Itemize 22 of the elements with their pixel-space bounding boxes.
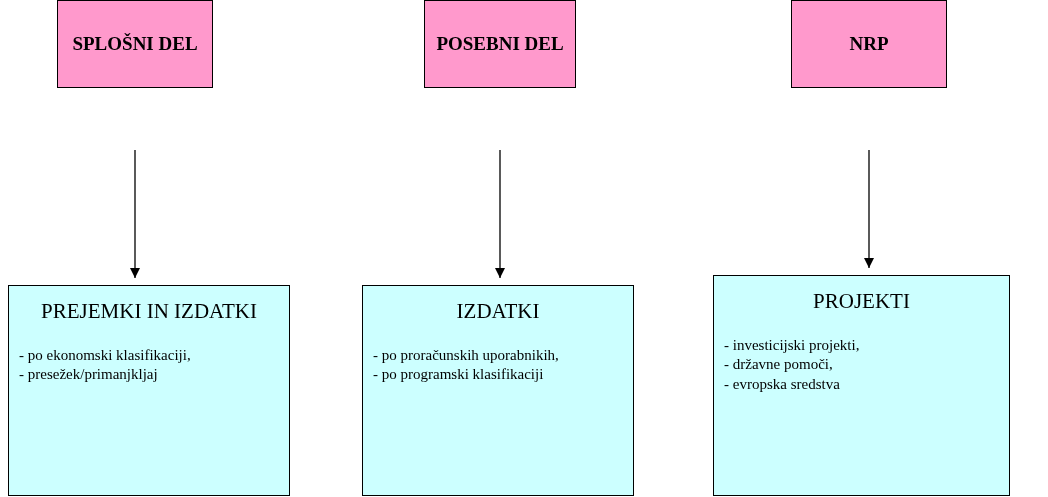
arrow (495, 149, 505, 279)
box-title: SPLOŠNI DEL (72, 33, 198, 55)
arrow (864, 149, 874, 269)
arrow (130, 149, 140, 279)
content-box (8, 285, 290, 496)
list-item: - investicijski projekti, (724, 335, 861, 355)
section-box (57, 0, 213, 88)
content-box (713, 275, 1010, 496)
box-title: NRP (849, 33, 889, 55)
list-item: - po proračunskih uporabnikih, (373, 345, 560, 365)
box-title: PREJEMKI IN IZDATKI (40, 298, 258, 325)
section-box (791, 0, 947, 88)
box-title: IZDATKI (455, 298, 541, 325)
list-item: - evropska sredstva (724, 374, 841, 394)
list-item: - po ekonomski klasifikaciji, (19, 345, 192, 365)
box-title: PROJEKTI (812, 288, 911, 315)
box-title: POSEBNI DEL (436, 33, 564, 55)
content-box (362, 285, 634, 496)
section-box (424, 0, 576, 88)
list-item: - državne pomoči, (724, 355, 834, 374)
list-item: - po programski klasifikaciji (373, 365, 545, 384)
list-item: - presežek/primanjkljaj (19, 365, 159, 384)
